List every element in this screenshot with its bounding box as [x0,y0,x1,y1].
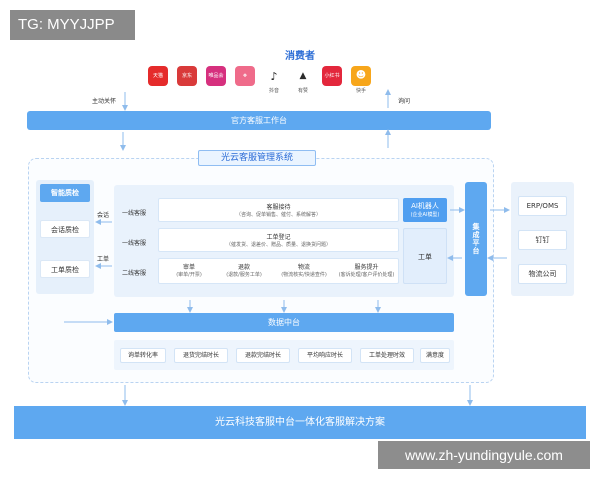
consumer-title: 消费者 [285,51,315,62]
app-xiaohongshu: 小红书 [322,66,342,94]
tmall-icon: 天猫 [148,66,168,86]
audit-sub: (审单/开票) [176,272,202,278]
dingtalk-item: 钉钉 [518,230,567,250]
app-douyin: ♪ 抖音 [264,66,284,94]
official-workbench-bar: 官方客服工作台 [27,111,491,130]
session-qc-item: 会话质检 [40,220,90,238]
metric-avg-response: 平均响应时长 [298,348,352,363]
douyin-label: 抖音 [268,88,279,94]
app-tmall: 天猫 [148,66,168,94]
ticket-side-label: 工单 [97,256,110,263]
app-kuaishou: ☻ 快手 [351,66,371,94]
audit-title: 审单 [182,264,195,271]
service-improve-sub: (客诉处理/客户评价处理) [338,272,395,278]
kuaishou-label: 快手 [355,88,366,94]
metric-satisfaction: 满意度 [420,348,450,363]
ticket-register-box: 工单登记 （催发货、退差价、赠品、质量、退换货问题） [158,228,399,252]
ticket-register-sub: （催发货、退差价、赠品、质量、退换货问题） [225,242,331,248]
metric-ticket-efficiency: 工单处理时效 [360,348,414,363]
reception-box: 客服接待 （咨询、促单销售、催付、系统解答） [158,198,399,222]
proactive-care-label: 主动关怀 [92,98,117,105]
quality-check-column: 智能质检 会话质检 工单质检 [36,180,94,294]
app-youzan: ▲ 有赞 [293,66,313,94]
youzan-icon: ▲ [293,66,313,86]
inquiry-label: 询问 [398,98,411,105]
erp-oms-item: ERP/OMS [518,196,567,216]
metric-return-duration: 退货完结时长 [174,348,228,363]
tag-label: TG: MYYJJPP [10,10,135,40]
logistics-item: 物流 (物流核实/快递查件) [273,262,335,278]
audit-item: 审单 (审单/开票) [163,262,215,278]
service-improve-item: 服务提升 (客诉处理/客户评价处理) [335,262,398,278]
app-vip: 唯品会 [206,66,226,94]
refund-item: 退款 (退款/服务工单) [215,262,273,278]
ticket-register-title: 工单登记 [266,234,291,241]
refund-sub: (退款/服务工单) [226,272,262,278]
ticket-qc-item: 工单质检 [40,260,90,278]
smart-qc-header: 智能质检 [40,184,90,202]
youzan-label: 有赞 [297,88,308,94]
refund-title: 退款 [237,264,250,271]
reception-sub: （咨询、促单销售、催付、系统解答） [235,212,321,218]
logistics-title: 物流 [297,264,310,271]
session-side-label: 会话 [97,212,110,219]
external-systems-column: ERP/OMS 钉钉 物流公司 [511,182,574,296]
ai-robot-box: AI机器人 (企业AI模型) [403,198,447,222]
xiaohongshu-icon: 小红书 [322,66,342,86]
reception-title: 客服接待 [266,204,291,211]
footer-banner: 光云科技客服中台一体化客服解决方案 [14,406,586,439]
kuaishou-icon: ☻ [351,66,371,86]
logistics-company-item: 物流公司 [518,264,567,284]
app-pinduoduo: ❖ [235,66,255,94]
system-title: 光云客服管理系统 [198,150,316,166]
vip-icon: 唯品会 [206,66,226,86]
metrics-row: 询单转化率 退货完结时长 退款完结时长 平均响应时长 工单处理时效 满意度 [114,340,454,370]
metric-inquiry-conversion: 询单转化率 [120,348,166,363]
service-improve-title: 服务提升 [354,264,379,271]
row1-level: 一线客服 [122,210,147,217]
pinduoduo-icon: ❖ [235,66,255,86]
jd-icon: 京东 [177,66,197,86]
metric-refund-duration: 退款完结时长 [236,348,290,363]
row3-level: 二线客服 [122,270,147,277]
watermark-url: www.zh-yundingyule.com [378,441,590,469]
data-center-bar: 数据中台 [114,313,454,332]
douyin-icon: ♪ [264,66,284,86]
consumer-app-row: 天猫 京东 唯品会 ❖ ♪ 抖音 ▲ 有赞 小红书 ☻ 快手 [148,66,371,94]
row2-level: 一线客服 [122,240,147,247]
app-jd: 京东 [177,66,197,94]
ticket-box: 工单 [403,228,447,284]
logistics-sub: (物流核实/快递查件) [281,272,327,278]
ai-robot-sub: (企业AI模型) [410,212,440,218]
second-line-box: 审单 (审单/开票) 退款 (退款/服务工单) 物流 (物流核实/快递查件) 服… [158,258,399,284]
ai-robot-title: AI机器人 [411,202,439,210]
integration-platform: 集成平台 [465,182,487,296]
